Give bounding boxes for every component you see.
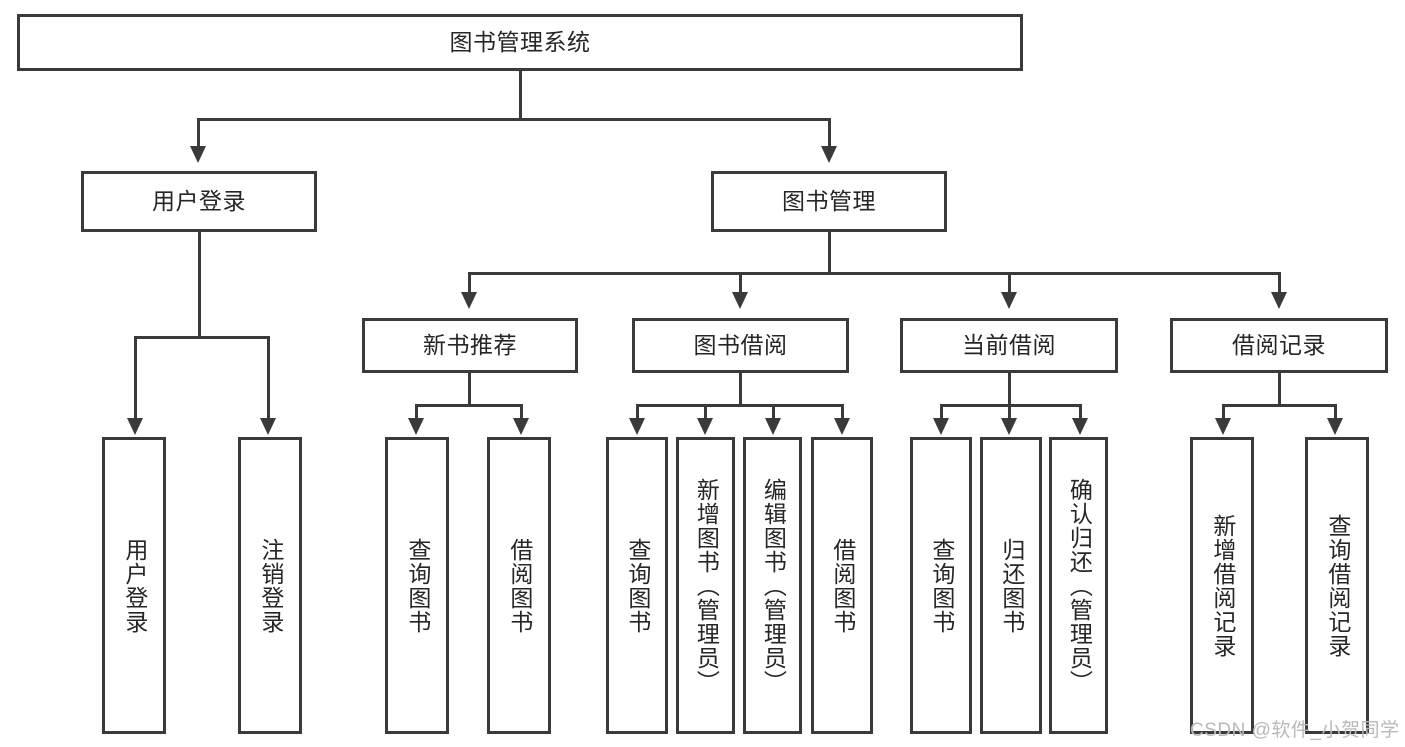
arrowhead-borrow-record-leaf-1	[1215, 418, 1231, 435]
leaf-book-borrow-query-books[interactable]: 查询图书	[606, 437, 668, 734]
edge-book-management-bus	[468, 272, 1281, 275]
leaf-new-book-borrow-books[interactable]: 借阅图书	[487, 437, 551, 734]
arrowhead-bm-current-borrow	[1001, 292, 1017, 309]
node-book-management[interactable]: 图书管理	[711, 171, 947, 232]
edge-borrow-record-stem	[1278, 373, 1281, 404]
edge-book-borrow-to-leaf-2	[704, 404, 707, 418]
leaf-borrow-record-add-record[interactable]: 新增借阅记录	[1190, 437, 1254, 734]
node-label: 新增借阅记录	[1209, 513, 1236, 658]
node-label: 借阅图书	[506, 537, 533, 634]
arrowhead-user-login-leaf-2	[260, 418, 276, 435]
arrowhead-bm-borrow-record	[1271, 292, 1287, 309]
edge-user-login-to-leaf-1	[134, 336, 137, 418]
edge-new-book-bus	[415, 404, 523, 407]
arrowhead-bm-book-borrow	[732, 292, 748, 309]
edge-new-book-to-leaf-2	[520, 404, 523, 418]
arrowhead-to-book-management	[821, 146, 837, 163]
edge-root-stem	[519, 71, 522, 118]
node-label: 图书管理	[782, 187, 876, 214]
edge-new-book-stem	[468, 373, 471, 404]
arrowhead-new-book-leaf-1	[408, 418, 424, 435]
node-label: 注销登录	[257, 537, 284, 634]
leaf-current-borrow-return-books[interactable]: 归还图书	[980, 437, 1042, 734]
leaf-book-borrow-edit-book-admin[interactable]: 编辑图书（管理员）	[743, 437, 802, 734]
leaf-user-login-login[interactable]: 用户登录	[102, 437, 166, 734]
edge-root-to-book-management	[828, 118, 831, 146]
arrowhead-current-borrow-leaf-1	[933, 418, 949, 435]
node-label: 查询借阅记录	[1324, 513, 1351, 658]
node-user-login[interactable]: 用户登录	[81, 171, 317, 232]
node-label: 当前借阅	[962, 331, 1056, 358]
node-label: 用户登录	[152, 187, 246, 214]
node-label: 查询图书	[624, 537, 651, 634]
node-book-borrow[interactable]: 图书借阅	[632, 318, 849, 373]
node-label: 借阅图书	[829, 537, 856, 634]
arrowhead-book-borrow-leaf-1	[629, 418, 645, 435]
arrowhead-to-user-login	[190, 146, 206, 163]
arrowhead-current-borrow-leaf-3	[1072, 418, 1088, 435]
edge-borrow-record-to-leaf-1	[1222, 404, 1225, 418]
leaf-book-borrow-add-book-admin[interactable]: 新增图书（管理员）	[676, 437, 735, 734]
edge-root-bus	[197, 118, 831, 121]
edge-book-borrow-stem	[739, 373, 742, 404]
node-label: 新增图书（管理员）	[693, 477, 720, 694]
edge-user-login-to-leaf-2	[267, 336, 270, 418]
edge-bm-to-book-borrow	[739, 272, 742, 292]
node-borrow-record[interactable]: 借阅记录	[1170, 318, 1388, 373]
edge-bm-to-borrow-record	[1278, 272, 1281, 292]
arrowhead-book-borrow-leaf-2	[697, 418, 713, 435]
edge-current-borrow-to-leaf-2	[1008, 404, 1011, 418]
leaf-current-borrow-query-books[interactable]: 查询图书	[910, 437, 972, 734]
leaf-user-login-logout[interactable]: 注销登录	[238, 437, 302, 734]
arrowhead-user-login-leaf-1	[127, 418, 143, 435]
node-label: 查询图书	[928, 537, 955, 634]
edge-new-book-to-leaf-1	[415, 404, 418, 418]
node-label: 用户登录	[121, 537, 148, 634]
arrowhead-book-borrow-leaf-4	[834, 418, 850, 435]
node-current-borrow[interactable]: 当前借阅	[900, 318, 1118, 373]
edge-user-login-stem	[198, 232, 201, 336]
node-label: 确认归还（管理员）	[1066, 477, 1093, 694]
arrowhead-bm-new-book	[461, 292, 477, 309]
edge-book-management-stem	[828, 232, 831, 272]
edge-user-login-bus	[134, 336, 270, 339]
edge-current-borrow-to-leaf-3	[1079, 404, 1082, 418]
node-root-book-management-system[interactable]: 图书管理系统	[17, 14, 1023, 71]
node-label: 图书管理系统	[449, 28, 591, 55]
edge-current-borrow-stem	[1008, 373, 1011, 404]
arrowhead-current-borrow-leaf-2	[1001, 418, 1017, 435]
arrowhead-book-borrow-leaf-3	[765, 418, 781, 435]
leaf-borrow-record-query-record[interactable]: 查询借阅记录	[1305, 437, 1369, 734]
node-label: 编辑图书（管理员）	[760, 477, 787, 694]
node-label: 新书推荐	[423, 331, 517, 358]
node-label: 借阅记录	[1232, 331, 1326, 358]
edge-bm-to-current-borrow	[1008, 272, 1011, 292]
node-new-book-recommend[interactable]: 新书推荐	[362, 318, 578, 373]
edge-current-borrow-bus	[940, 404, 1082, 407]
arrowhead-new-book-leaf-2	[513, 418, 529, 435]
arrowhead-borrow-record-leaf-2	[1327, 418, 1343, 435]
edge-bm-to-new-book	[468, 272, 471, 292]
node-label: 查询图书	[404, 537, 431, 634]
edge-book-borrow-bus	[636, 404, 844, 407]
leaf-new-book-query-books[interactable]: 查询图书	[385, 437, 449, 734]
edge-borrow-record-to-leaf-2	[1334, 404, 1337, 418]
node-label: 图书借阅	[693, 331, 788, 358]
leaf-current-borrow-confirm-return-admin[interactable]: 确认归还（管理员）	[1049, 437, 1108, 734]
edge-root-to-user-login	[197, 118, 200, 146]
edge-book-borrow-to-leaf-3	[772, 404, 775, 418]
node-label: 归还图书	[998, 537, 1025, 634]
edge-book-borrow-to-leaf-4	[841, 404, 844, 418]
edge-book-borrow-to-leaf-1	[636, 404, 639, 418]
edge-borrow-record-bus	[1222, 404, 1337, 407]
edge-current-borrow-to-leaf-1	[940, 404, 943, 418]
leaf-book-borrow-borrow-books[interactable]: 借阅图书	[811, 437, 873, 734]
